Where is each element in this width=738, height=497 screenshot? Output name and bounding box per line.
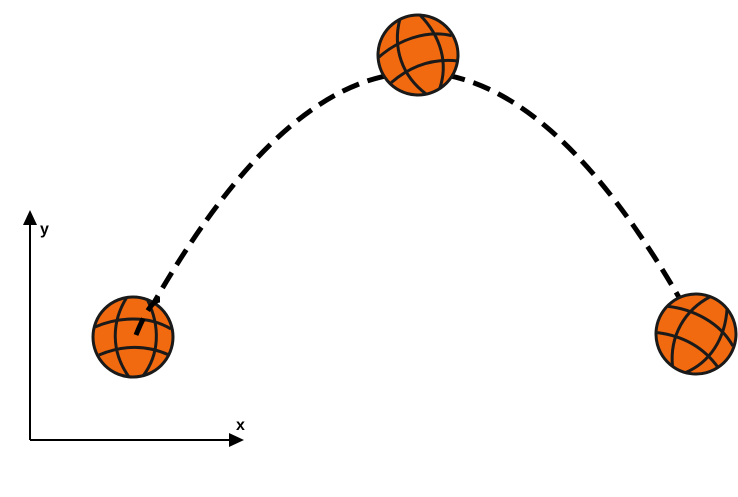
basketball-icon [366,3,470,107]
trajectory-overlay [133,297,161,336]
y-axis-label: y [40,221,49,238]
basketball-icon [91,295,175,379]
trajectory-path [133,70,703,337]
y-axis-arrow-icon [23,210,37,225]
x-axis-arrow-icon [229,433,244,447]
basketball-icon [639,277,738,391]
x-axis-label: x [236,417,245,434]
